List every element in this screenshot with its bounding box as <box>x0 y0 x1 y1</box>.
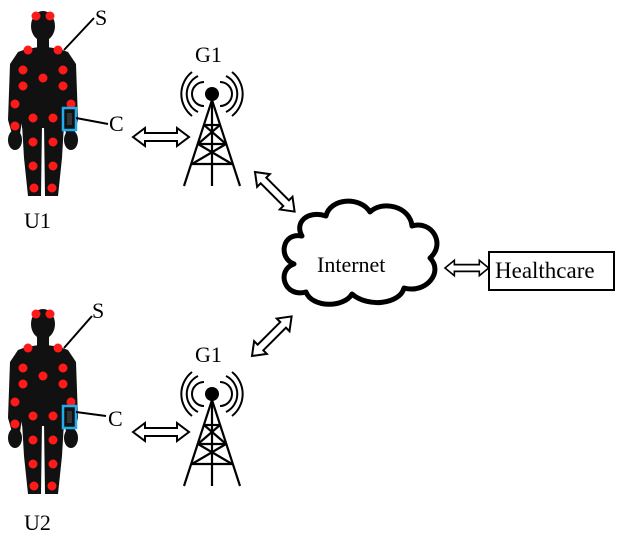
arrow-gateway1-internet <box>247 164 302 219</box>
user-1-sensor-label: S <box>95 5 107 30</box>
user-1-label: U1 <box>24 208 51 233</box>
user-2-controller-label: C <box>108 406 123 431</box>
gateway-1-label: G1 <box>195 42 222 67</box>
arrow-user2-gateway2 <box>132 422 190 442</box>
gateway-1-tower-icon <box>180 70 244 188</box>
arrow-gateway2-internet <box>244 309 299 364</box>
gateway-2-tower-icon <box>180 370 244 488</box>
internet-label: Internet <box>317 252 385 277</box>
user-2-sensor-pointer <box>63 315 93 349</box>
arrow-user1-gateway1 <box>132 127 190 147</box>
user-1-body <box>6 9 80 198</box>
user-2-controller-pointer <box>75 411 107 417</box>
user-2-sensor-label: S <box>92 298 104 323</box>
healthcare-box <box>488 251 615 291</box>
cloud-icon <box>281 198 440 307</box>
user-2-body <box>6 307 80 496</box>
user-2-label: U2 <box>24 510 51 535</box>
user-1-sensor-pointer <box>63 17 95 51</box>
gateway-2-label: G1 <box>195 342 222 367</box>
healthcare-label: Healthcare <box>495 258 595 283</box>
user-1-controller-pointer <box>75 117 109 125</box>
user-1-controller-label: C <box>109 111 124 136</box>
arrow-internet-healthcare <box>444 259 490 277</box>
